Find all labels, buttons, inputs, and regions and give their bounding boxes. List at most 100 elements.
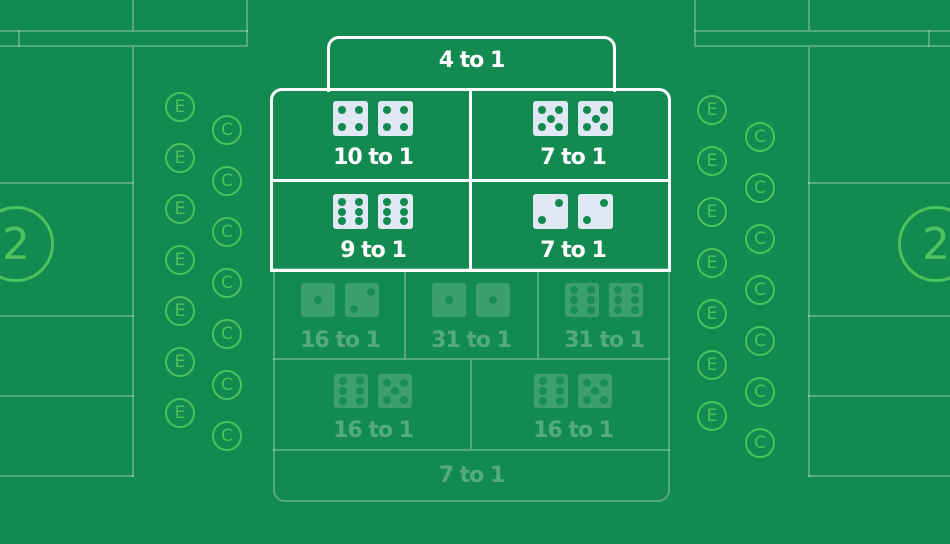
die-1-icon (432, 283, 466, 317)
payout-label: 16 to 1 (533, 418, 614, 443)
left-table-box-top (0, 0, 248, 47)
c-bet-icon[interactable]: C (745, 428, 775, 458)
die-pip (337, 207, 346, 216)
left-table-line (0, 30, 248, 32)
die-pip (582, 105, 591, 114)
right-table-line (808, 0, 810, 30)
die-pip (337, 197, 346, 206)
left-table-line (0, 315, 134, 317)
die-pip (400, 207, 409, 216)
e-bet-icon[interactable]: E (165, 245, 195, 275)
c-bet-icon[interactable]: C (745, 275, 775, 305)
right-table-line (928, 30, 930, 47)
die-pip (366, 287, 375, 296)
e-bet-icon[interactable]: E (165, 194, 195, 224)
left-table-line (0, 182, 134, 184)
die-5-icon (378, 374, 412, 408)
die-2-icon (578, 194, 613, 229)
die-pip (537, 105, 546, 114)
die-pip (582, 395, 591, 404)
c-bet-icon[interactable]: C (212, 370, 242, 400)
die-pip (586, 286, 595, 295)
c-bet-icon[interactable]: C (745, 326, 775, 356)
c-bet-icon[interactable]: C (212, 217, 242, 247)
die-pip (338, 396, 347, 405)
payout-label: 9 to 1 (340, 238, 407, 263)
die-pip (399, 395, 408, 404)
c-bet-icon[interactable]: C (212, 166, 242, 196)
e-bet-icon[interactable]: E (165, 398, 195, 428)
e-bet-icon[interactable]: E (697, 350, 727, 380)
any-seven-tab[interactable] (327, 36, 616, 92)
left-table-line (0, 475, 134, 477)
c-bet-icon[interactable]: C (212, 268, 242, 298)
die-6-icon (378, 194, 413, 229)
e-bet-icon[interactable]: E (165, 347, 195, 377)
left-table-line (18, 30, 20, 47)
die-pip (555, 198, 564, 207)
e-bet-icon[interactable]: E (165, 296, 195, 326)
right-table-line (694, 30, 950, 32)
highlighted-hardways-box (270, 88, 671, 272)
hl-divider (272, 179, 669, 182)
die-pip (337, 105, 346, 114)
payout-label: 16 to 1 (300, 328, 381, 353)
die-pip (382, 207, 391, 216)
die-pip (338, 377, 347, 386)
die-pip (630, 305, 639, 314)
die-pip (382, 378, 391, 387)
die-pip (400, 123, 409, 132)
die-pip (630, 296, 639, 304)
die-pip (555, 387, 564, 395)
right-table-line (808, 182, 950, 184)
right-table-column (808, 47, 950, 477)
die-pip (538, 396, 547, 405)
die-pip (582, 216, 591, 225)
die-6-icon (565, 283, 599, 317)
die-pip (569, 296, 578, 304)
die-pip (382, 217, 391, 226)
die-pip (538, 377, 547, 386)
die-4-icon (378, 101, 413, 136)
die-6-icon (334, 374, 368, 408)
die-6-icon (333, 194, 368, 229)
die-pip (355, 105, 364, 114)
e-bet-icon[interactable]: E (697, 401, 727, 431)
faded-divider (537, 270, 539, 358)
e-bet-icon[interactable]: E (697, 248, 727, 278)
die-pip (569, 286, 578, 295)
die-pip (546, 114, 555, 123)
c-bet-icon[interactable]: C (745, 173, 775, 203)
die-pip (555, 123, 564, 132)
die-pip (400, 197, 409, 206)
die-pip (382, 105, 391, 114)
e-bet-icon[interactable]: E (165, 143, 195, 173)
die-pip (355, 207, 364, 216)
left-table-line (0, 395, 134, 397)
c-bet-icon[interactable]: C (212, 319, 242, 349)
any-craps-payout[interactable]: 7 to 1 (438, 463, 506, 488)
c-bet-icon[interactable]: C (212, 421, 242, 451)
die-pip (382, 123, 391, 132)
e-bet-icon[interactable]: E (697, 197, 727, 227)
die-pip (599, 395, 608, 404)
e-bet-icon[interactable]: E (697, 95, 727, 125)
right-table-line (808, 395, 950, 397)
right-table-box-top (694, 0, 950, 47)
e-bet-icon[interactable]: E (697, 299, 727, 329)
c-bet-icon[interactable]: C (212, 115, 242, 145)
c-bet-icon[interactable]: C (745, 377, 775, 407)
die-pip (555, 377, 564, 386)
die-pip (600, 198, 609, 207)
die-6-icon (609, 283, 643, 317)
e-bet-icon[interactable]: E (165, 92, 195, 122)
c-bet-icon[interactable]: C (745, 122, 775, 152)
die-pip (586, 305, 595, 314)
die-pip (586, 296, 595, 304)
faded-divider (273, 358, 670, 360)
die-pip (489, 296, 497, 304)
die-pip (630, 286, 639, 295)
e-bet-icon[interactable]: E (697, 146, 727, 176)
die-pip (337, 123, 346, 132)
c-bet-icon[interactable]: C (745, 224, 775, 254)
